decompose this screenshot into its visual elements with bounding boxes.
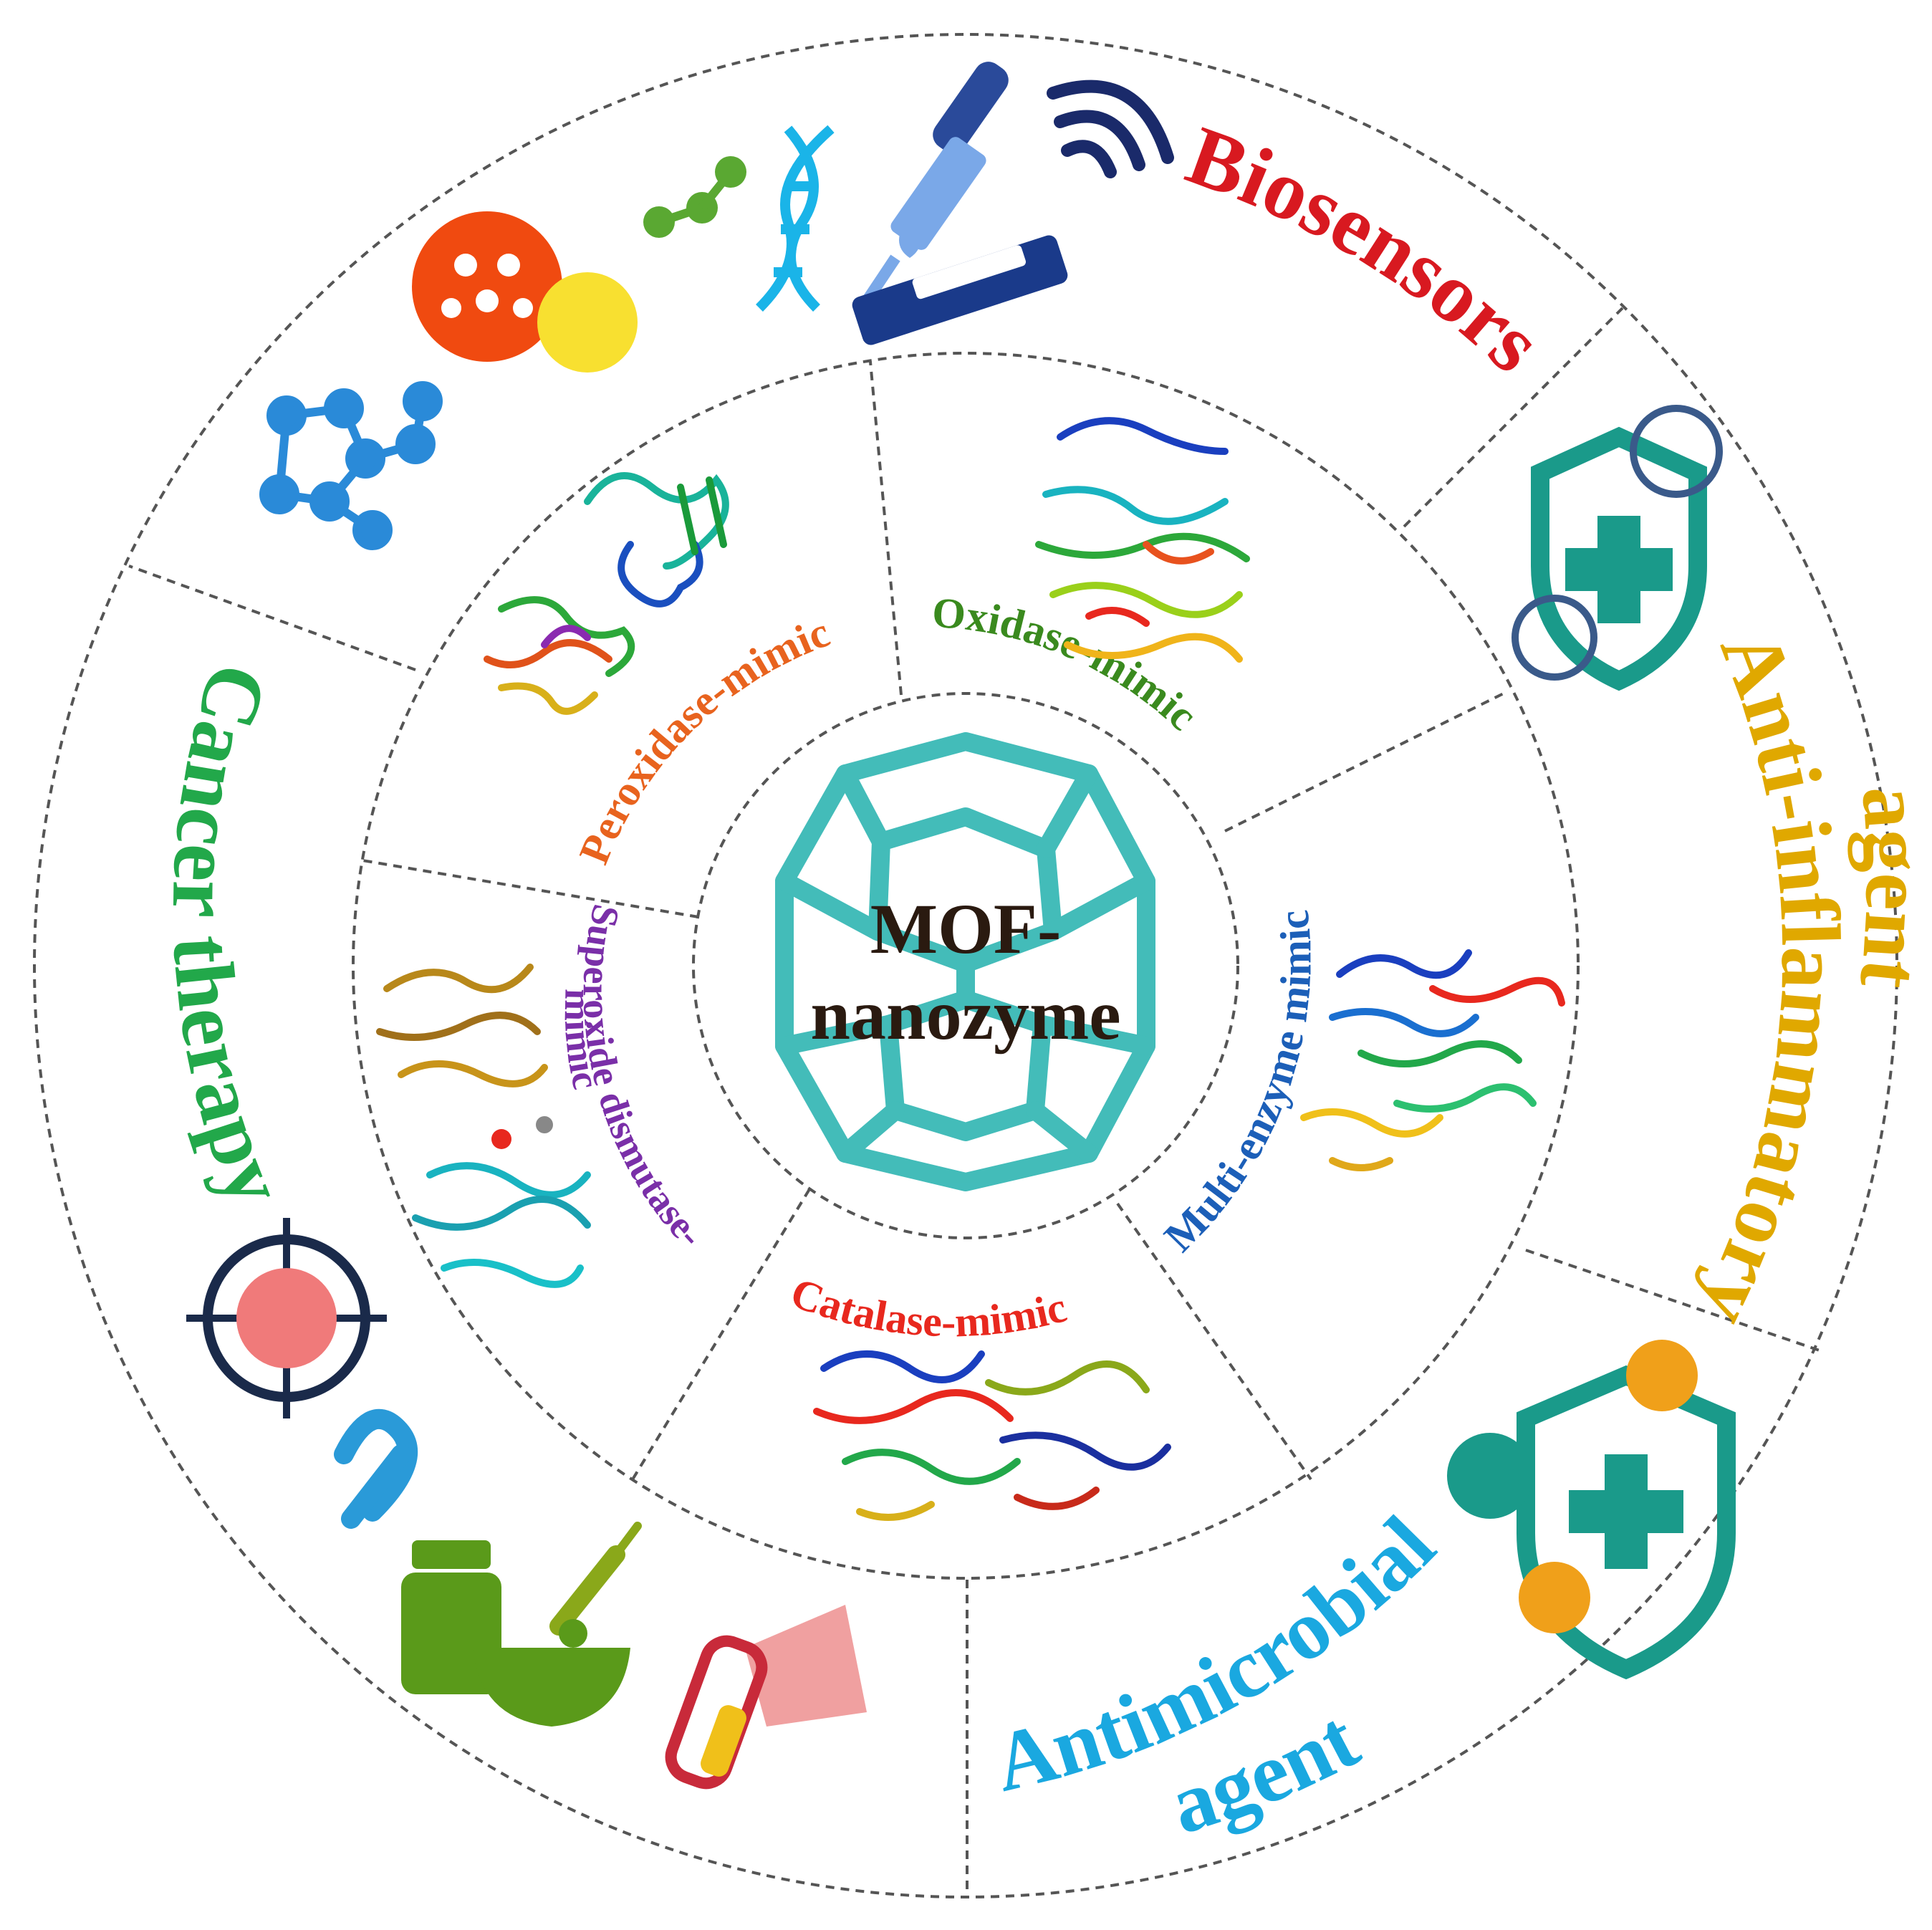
inner-divider <box>1116 1202 1312 1481</box>
pipette-icon <box>862 62 1009 304</box>
sod-protein-icon <box>376 964 591 1288</box>
inner-divider <box>629 1188 811 1484</box>
catalase-protein-icon <box>813 1350 1171 1521</box>
syringe-icon <box>549 1522 642 1636</box>
catalase-label: Catalase-mimic <box>784 1269 1071 1346</box>
tumor-target-icon <box>186 1218 387 1418</box>
test-strip-icon <box>852 235 1068 345</box>
outer-divider <box>1525 1249 1820 1352</box>
inner-divider <box>1224 690 1509 832</box>
outer-divider <box>1403 307 1624 528</box>
hair-dryer-icon <box>665 1605 867 1790</box>
peroxidase-label: Peroxidase-mimic <box>570 608 836 870</box>
anti-inflammatory-label-line2: agent <box>1842 782 1932 992</box>
small-molecule-icon <box>643 156 746 238</box>
cancer-therapy-label: Cancer therapy <box>155 653 304 1217</box>
dna-icon <box>756 125 835 312</box>
oxidase-protein-icon <box>1035 417 1250 663</box>
mortar-herb-icon <box>473 1619 630 1727</box>
center-label-line2: nanozyme <box>810 975 1120 1055</box>
wireless-signal-icon <box>1047 80 1174 178</box>
shield-cross-icon <box>1512 405 1723 691</box>
center-label-line1: MOF- <box>870 889 1062 969</box>
shield-virus-icon <box>1447 1340 1736 1680</box>
inner-divider <box>869 361 903 696</box>
inner-divider <box>357 858 699 918</box>
mof-cage-icon <box>775 732 1155 1191</box>
inner-ring <box>692 692 1239 1239</box>
peroxidase-protein-icon <box>484 472 729 715</box>
cancer-ribbon-icon <box>334 1408 418 1529</box>
middle-ring <box>352 352 1580 1580</box>
outer-divider <box>128 565 416 671</box>
biosensors-label: Biosensors <box>1176 108 1560 390</box>
virus-icon <box>412 211 638 373</box>
multi-enzyme-protein-icon <box>1300 949 1565 1171</box>
molecule-icon <box>259 381 443 550</box>
anti-inflammatory-label: Anti-inflammatory <box>1681 618 1857 1341</box>
